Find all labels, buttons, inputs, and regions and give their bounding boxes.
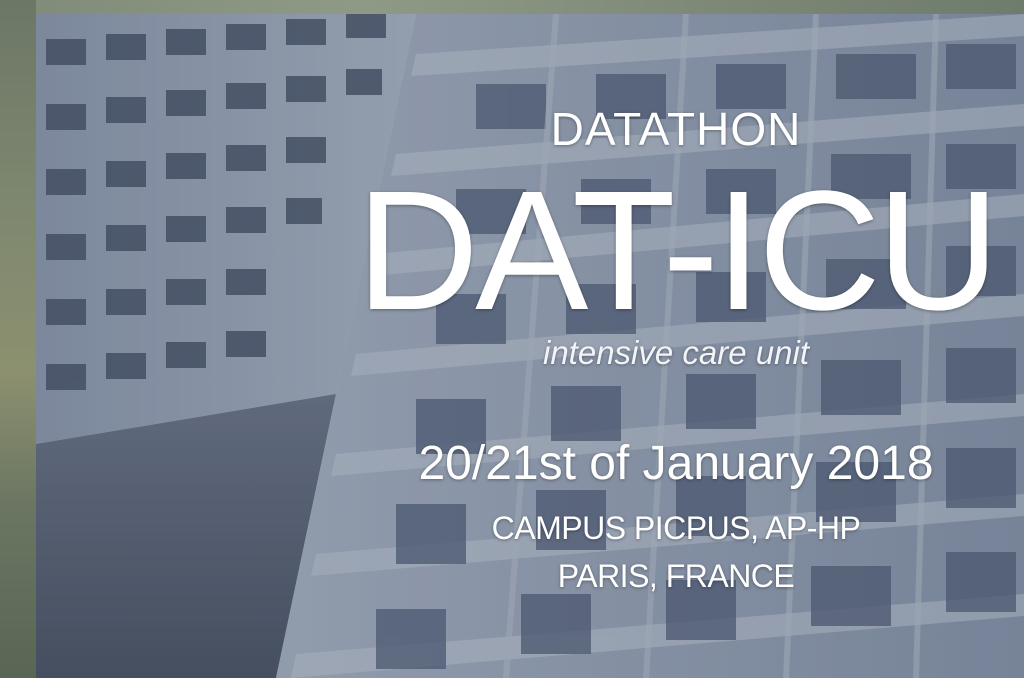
poster-subtitle: intensive care unit bbox=[543, 334, 809, 371]
background-edge-left bbox=[0, 0, 36, 678]
event-date: 20/21st of January 2018 bbox=[418, 437, 934, 490]
background-edge-top bbox=[0, 0, 1024, 14]
event-poster: DATATHON DAT-ICU intensive care unit 20/… bbox=[36, 14, 1024, 678]
building-facade-photo bbox=[36, 14, 1024, 678]
event-venue: CAMPUS PICPUS, AP-HP bbox=[491, 510, 861, 546]
poster-title: DAT-ICU bbox=[356, 156, 999, 346]
poster-kicker: DATATHON bbox=[550, 103, 802, 155]
event-city: PARIS, FRANCE bbox=[557, 558, 795, 594]
